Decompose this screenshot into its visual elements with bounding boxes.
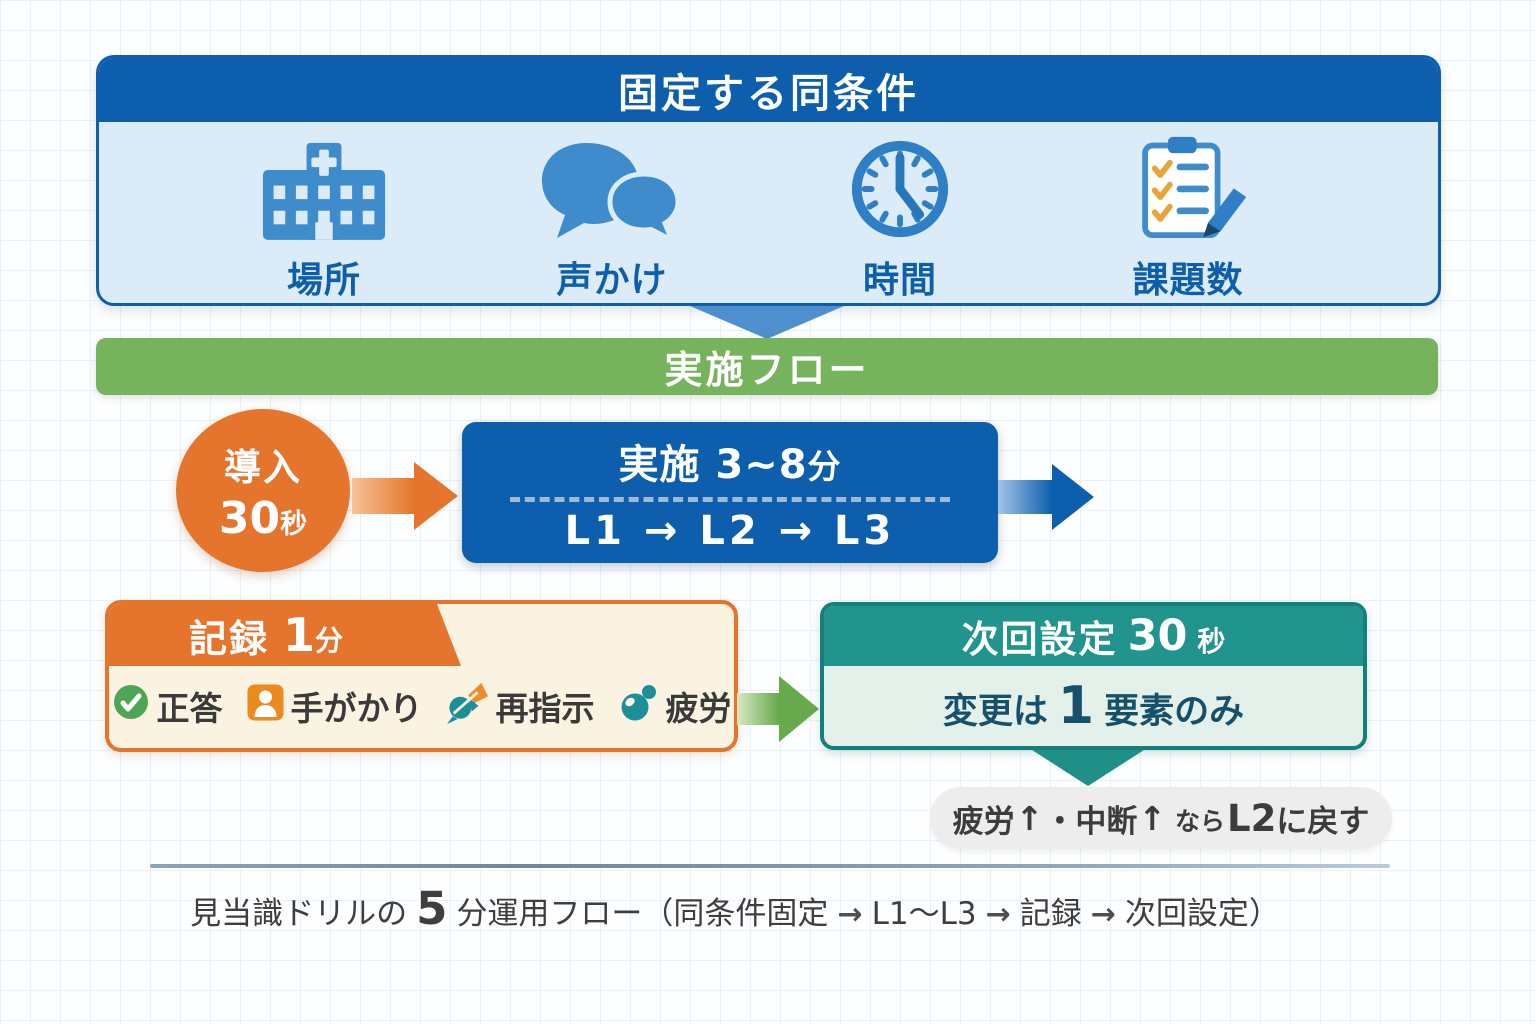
record-item-clue: 手がかり — [247, 682, 423, 730]
rule-suffix: 要素のみ — [1104, 691, 1245, 732]
note-part: ・中断 — [1044, 803, 1138, 840]
condition-item-time: 時間 — [795, 125, 1005, 303]
record-items-row: 正答 手がかり — [109, 664, 734, 748]
condition-item-voice: 声かけ — [507, 125, 717, 303]
caption-part: 分運用フロー（同条件固定 — [456, 896, 829, 932]
speech-bubbles-icon — [537, 125, 687, 243]
record-item-correct: 正答 — [112, 682, 223, 730]
execution-duration-unit: 分 — [807, 446, 842, 486]
next-setting-rule: 変更は 1 要素のみ — [824, 666, 1363, 746]
note-level: L2 — [1227, 796, 1277, 840]
condition-label-time: 時間 — [862, 260, 937, 301]
intro-step-circle: 導入 30秒 — [176, 409, 350, 572]
caption-part: 見当識ドリルの — [190, 896, 408, 932]
execution-duration-main: 実施 3~8 — [618, 441, 808, 488]
record-item-label: 再指示 — [495, 689, 595, 728]
intro-label: 導入 — [224, 446, 302, 489]
rule-value: 1 — [1057, 676, 1095, 736]
sweat-drop-icon — [619, 682, 659, 730]
down-triangle-icon — [690, 306, 844, 339]
intro-duration-unit: 秒 — [280, 509, 308, 540]
fixed-conditions-title: 固定する同条件 — [99, 58, 1438, 122]
record-tab: 記録 1 分 — [109, 604, 461, 666]
record-tab-value: 1 — [283, 608, 316, 662]
caption: 見当識ドリルの 5 分運用フロー（同条件固定 → L1～L3 → 記録 → 次回… — [0, 882, 1470, 935]
condition-item-tasks: 課題数 — [1083, 125, 1293, 303]
condition-label-voice: 声かけ — [556, 260, 668, 301]
caption-part: L1～L3 — [871, 896, 977, 932]
note-part: に戻す — [1276, 803, 1370, 840]
arrow-right-blue-icon — [998, 464, 1094, 530]
condition-label-place: 場所 — [286, 260, 361, 301]
record-item-label: 疲労 — [665, 689, 732, 728]
arrow-right-orange-icon — [352, 462, 458, 530]
up-arrow-icon: ↑ — [1015, 798, 1044, 838]
intro-duration: 30秒 — [219, 493, 307, 544]
execution-duration: 実施 3~8分 — [618, 432, 841, 490]
clock-icon — [846, 125, 954, 243]
next-setting-label: 次回設定 — [961, 618, 1118, 661]
record-item-label: 正答 — [156, 689, 223, 728]
execution-step-box: 実施 3~8分 L1 → L2 → L3 — [462, 422, 998, 563]
caption-part: 次回設定） — [1124, 896, 1280, 932]
rule-prefix: 変更は — [942, 691, 1048, 732]
fixed-conditions-body: 場所 声かけ — [99, 122, 1438, 303]
next-setting-header: 次回設定 30 秒 — [824, 606, 1363, 666]
record-step-box: 記録 1 分 正答 — [105, 600, 738, 752]
check-circle-icon — [112, 683, 150, 729]
execution-levels: L1 → L2 → L3 — [564, 507, 896, 554]
caption-arrow-icon: → — [985, 897, 1011, 932]
condition-label-tasks: 課題数 — [1132, 260, 1244, 301]
dashed-divider — [510, 496, 950, 502]
up-arrow-icon: ↑ — [1138, 798, 1166, 838]
caption-number: 5 — [416, 882, 448, 935]
arrow-right-green-icon — [737, 676, 819, 742]
record-tab-unit: 分 — [315, 624, 344, 657]
record-item-fatigue: 疲労 — [619, 682, 732, 730]
checklist-pencil-icon — [1126, 125, 1250, 243]
fixed-conditions-panel: 固定する同条件 — [96, 55, 1441, 306]
next-setting-box: 次回設定 30 秒 変更は 1 要素のみ — [820, 602, 1367, 750]
caption-arrow-icon: → — [837, 897, 863, 932]
caption-arrow-icon: → — [1090, 897, 1116, 932]
next-setting-unit: 秒 — [1197, 625, 1226, 658]
condition-item-place: 場所 — [219, 125, 429, 303]
record-tab-label: 記録 — [189, 616, 270, 661]
caption-part: 記録 — [1019, 896, 1082, 932]
record-item-label: 手がかり — [290, 689, 423, 728]
note-part: なら — [1174, 807, 1225, 836]
flow-bar: 実施フロー — [96, 338, 1438, 395]
next-setting-value: 30 — [1127, 611, 1188, 661]
footer-divider — [150, 864, 1390, 868]
hospital-icon — [261, 125, 387, 243]
person-icon — [247, 684, 284, 729]
record-item-reinstruction: 再指示 — [446, 680, 595, 732]
intro-duration-value: 30 — [218, 493, 281, 544]
down-triangle-teal-icon — [1032, 750, 1144, 786]
note-part: 疲労 — [952, 803, 1015, 840]
pushpin-flag-icon — [446, 680, 489, 732]
fallback-note-pill: 疲労 ↑ ・中断 ↑ なら L2 に戻す — [930, 787, 1392, 849]
